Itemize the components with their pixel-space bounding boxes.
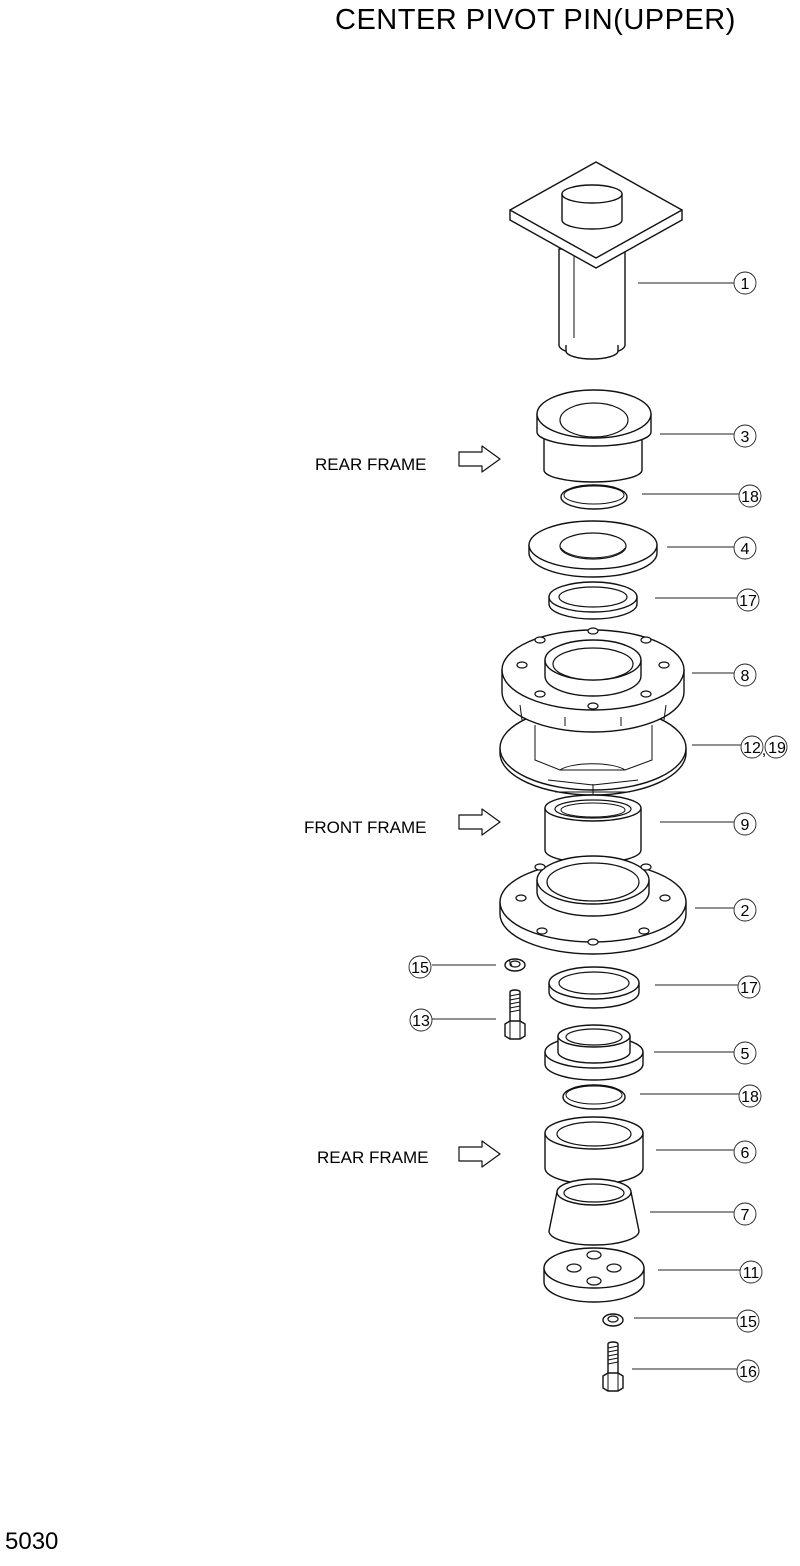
callout-18-upper: 18	[738, 484, 762, 508]
part-7-cone	[548, 1178, 640, 1246]
svg-text:5: 5	[741, 1046, 750, 1063]
callout-9: 9	[733, 812, 757, 836]
callout-17-upper: 17	[736, 588, 760, 612]
rear-frame-arrow-top	[458, 445, 501, 473]
svg-text:18: 18	[741, 489, 759, 506]
svg-text:6: 6	[741, 1145, 750, 1162]
rear-frame-label-top: REAR FRAME	[315, 455, 426, 474]
rear-frame-label-bottom: REAR FRAME	[317, 1148, 428, 1167]
callout-7: 7	[733, 1202, 757, 1226]
front-frame-arrow	[458, 808, 501, 836]
part-5-bushing	[544, 1024, 644, 1081]
svg-text:15: 15	[739, 1314, 757, 1331]
svg-text:17: 17	[740, 980, 758, 997]
svg-text:17: 17	[739, 593, 757, 610]
svg-text:19: 19	[768, 740, 786, 757]
svg-text:4: 4	[741, 541, 750, 558]
svg-text:18: 18	[741, 1089, 759, 1106]
svg-text:,: ,	[762, 742, 766, 759]
page-number: 5030	[5, 1528, 59, 1555]
svg-text:11: 11	[743, 1265, 760, 1282]
svg-text:8: 8	[741, 668, 750, 685]
part-8-flange	[501, 627, 685, 733]
svg-text:9: 9	[741, 817, 750, 834]
callout-6: 6	[733, 1140, 757, 1164]
part-1-pivot-pin	[509, 161, 683, 360]
part-17-seal-upper	[548, 581, 638, 620]
part-16-bolt	[602, 1341, 624, 1392]
callout-13: 13	[409, 1008, 433, 1032]
callout-18-lower: 18	[738, 1084, 762, 1108]
leader-lines	[432, 282, 742, 1370]
callout-5: 5	[733, 1041, 757, 1065]
callout-3: 3	[733, 424, 757, 448]
callout-16: 16	[736, 1359, 760, 1383]
page-title: CENTER PIVOT PIN(UPPER)	[335, 4, 736, 36]
part-4-spacer	[528, 520, 658, 578]
svg-text:3: 3	[741, 429, 750, 446]
part-15-washer-lower	[602, 1313, 624, 1327]
part-9-bearing	[544, 794, 642, 864]
part-17-seal-lower	[548, 966, 640, 1009]
part-6-collar	[544, 1116, 644, 1185]
callout-1: 1	[733, 271, 757, 295]
svg-text:15: 15	[411, 960, 429, 977]
svg-text:2: 2	[741, 903, 750, 920]
svg-text:13: 13	[412, 1013, 430, 1030]
callout-15-lower: 15	[736, 1309, 760, 1333]
part-3-flanged-bushing	[536, 389, 652, 483]
part-2-flange	[499, 855, 687, 955]
front-frame-label: FRONT FRAME	[304, 818, 426, 837]
callout-15-upper: 15	[408, 955, 432, 979]
callout-8: 8	[733, 663, 757, 687]
callout-17-lower: 17	[737, 975, 761, 999]
callout-4: 4	[733, 536, 757, 560]
callout-2: 2	[733, 898, 757, 922]
svg-text:7: 7	[741, 1207, 750, 1224]
svg-text:16: 16	[739, 1364, 757, 1381]
svg-text:1: 1	[741, 276, 750, 293]
svg-text:12: 12	[743, 740, 761, 757]
callout-11: 11	[739, 1260, 763, 1284]
callout-12-19: 12 , 19	[740, 735, 788, 759]
part-13-bolt	[504, 989, 526, 1040]
rear-frame-arrow-bottom	[458, 1140, 501, 1168]
part-11-end-plate	[543, 1247, 645, 1303]
part-15-washer-upper	[504, 958, 526, 972]
part-18-o-ring-lower	[562, 1084, 626, 1110]
part-18-o-ring-upper	[560, 484, 628, 510]
